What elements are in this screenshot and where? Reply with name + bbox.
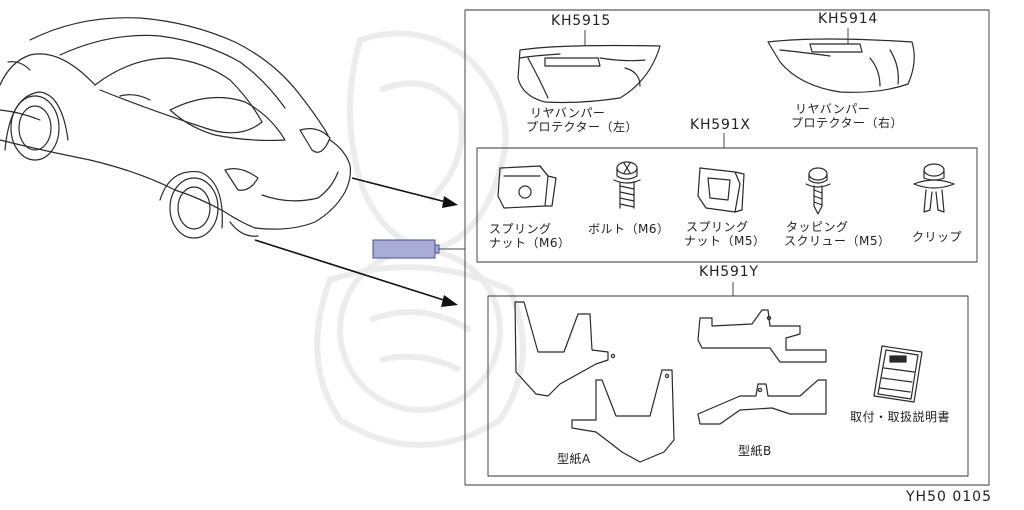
tapping-screw-m5-label-line2: スクリュー（M5） [784,234,891,248]
protector-right-label-line2: プロテクター（右） [791,116,904,130]
car-illustration [0,17,352,239]
kit-code-KH5914: KH5914 [818,11,879,27]
spring-nut-m5-label-line2: ナット（M5） [684,234,766,248]
clip-drawing [913,163,955,213]
hardware-box [476,147,978,263]
watermark-emblem [314,30,526,448]
template-a-drawing [514,301,675,463]
template-b-label: 型紙B [738,444,772,458]
tapping-screw-m5-label-line1: タッピング [786,220,849,234]
spring-nut-m5-drawing [697,167,745,213]
template-b-drawing [697,309,827,425]
kit-outer-frame [464,9,990,486]
spring-nut-m5-label-line1: スプリング [686,220,749,234]
template-a-label: 型紙A [557,452,591,466]
kit-code-KH591Y: KH591Y [699,264,759,280]
protector-right-drawing [767,38,915,93]
kit-code-KH591X: KH591X [690,117,751,133]
protector-left-label-line1: リヤバンパー [530,106,606,120]
highlight-marker [372,239,465,259]
protector-left-label-line2: プロテクター（左） [526,120,639,134]
spring-nut-m6-drawing [497,165,557,209]
bolt-m6-label: ボルト（M6） [588,222,670,236]
spring-nut-m6-label-line1: スプリング [489,222,552,236]
protector-right-label-line1: リヤバンパー [795,102,871,116]
template-box [487,295,969,477]
clip-label: クリップ [912,230,963,244]
spring-nut-m6-label-line2: ナット（M6） [489,236,571,250]
protector-left-drawing [517,44,661,104]
manual-drawing [873,345,923,403]
bolt-m6-drawing [613,161,641,209]
kit-code-KH5915: KH5915 [551,13,612,29]
pointer-arrows [254,177,458,307]
tapping-screw-m5-drawing [805,167,831,215]
manual-label: 取付・取扱説明書 [850,410,951,424]
diagram-id: YH50 0105 [906,489,992,505]
